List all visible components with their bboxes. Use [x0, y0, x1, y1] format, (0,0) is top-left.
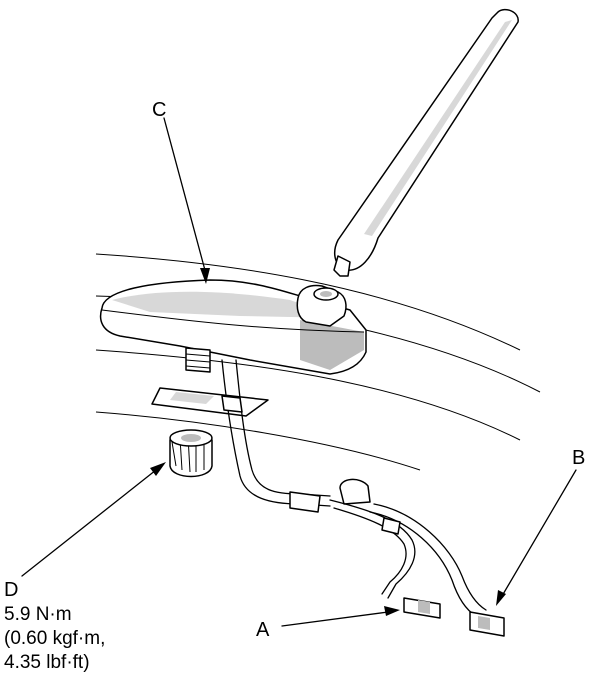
callout-label-b: B	[572, 447, 585, 469]
connector-b	[469, 611, 505, 637]
roof-seal	[151, 387, 269, 417]
torque-spec-line-2: (0.60 kgf·m,	[4, 628, 105, 649]
leader-lines	[21, 117, 577, 627]
torque-spec-line-1: 5.9 N·m	[4, 604, 72, 625]
antenna-base	[99, 279, 367, 375]
torque-spec-line-3: 4.35 lbf·ft)	[4, 652, 90, 673]
callout-label-c: C	[152, 99, 166, 121]
mounting-nut	[169, 429, 213, 478]
antenna-cable	[221, 359, 487, 617]
callout-label-a: A	[256, 619, 270, 641]
antenna-mast	[333, 8, 519, 277]
connector-a	[403, 597, 441, 619]
callout-label-d: D	[4, 579, 18, 601]
mounting-stud	[185, 347, 211, 373]
